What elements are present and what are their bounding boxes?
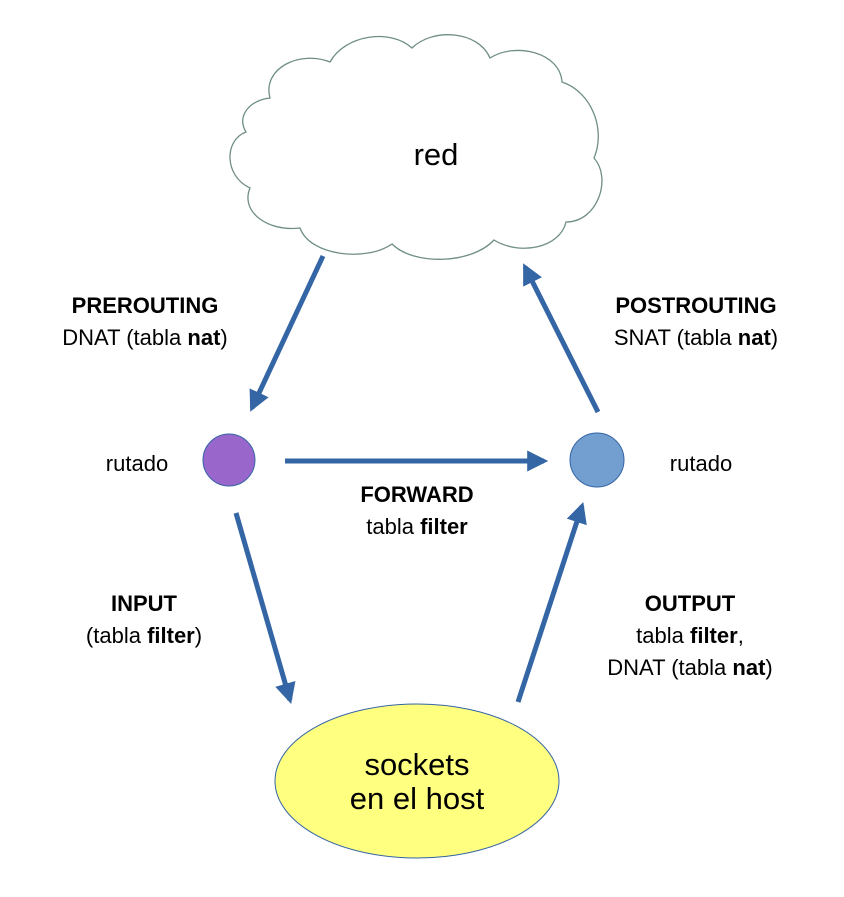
host-label-line-2: en el host	[349, 781, 485, 816]
input-name-text: INPUT	[111, 591, 177, 616]
forward-chain-name: FORWARD	[317, 479, 517, 511]
output-detail-separator: ,	[737, 623, 744, 648]
postrouting-label: POSTROUTING SNAT (tabla nat)	[576, 290, 816, 354]
prerouting-chain-detail: DNAT (tabla nat)	[20, 322, 270, 354]
prerouting-detail-close: )	[220, 325, 228, 350]
input-table-name: filter	[147, 623, 195, 648]
left-routing-label-text: rutado	[105, 451, 169, 476]
output-chain-name: OUTPUT	[570, 588, 810, 620]
input-label: INPUT (tabla filter)	[54, 588, 234, 652]
forward-name-text: FORWARD	[360, 482, 474, 507]
host-label: sockets en el host	[317, 748, 517, 816]
network-cloud-shape	[229, 34, 603, 260]
network-label: red	[376, 138, 496, 172]
forward-table-name: filter	[420, 514, 468, 539]
output-chain-detail: tabla filter,	[570, 620, 810, 652]
right-routing-node	[569, 432, 625, 488]
forward-chain-detail: tabla filter	[317, 511, 517, 543]
forward-label: FORWARD tabla filter	[317, 479, 517, 543]
postrouting-arrow	[522, 263, 601, 414]
input-detail-close: )	[194, 623, 203, 648]
output-detail-text-2: DNAT (tabla	[607, 655, 733, 680]
prerouting-arrow	[249, 254, 326, 412]
network-label-text: red	[413, 137, 459, 172]
host-label-line-1: sockets	[364, 747, 470, 782]
output-detail-text: tabla	[636, 623, 690, 648]
postrouting-chain-detail: SNAT (tabla nat)	[576, 322, 816, 354]
prerouting-chain-name: PREROUTING	[20, 290, 270, 322]
left-routing-label: rutado	[82, 448, 192, 480]
right-routing-label: rutado	[646, 448, 756, 480]
postrouting-detail-close: )	[770, 325, 779, 350]
input-chain-detail: (tabla filter)	[54, 620, 234, 652]
postrouting-table-name: nat	[737, 325, 771, 350]
input-arrow	[233, 512, 296, 705]
input-detail-text: (tabla	[85, 623, 148, 648]
output-label: OUTPUT tabla filter, DNAT (tabla nat)	[570, 588, 810, 684]
left-routing-node	[202, 433, 256, 487]
output-detail-close-2: )	[765, 655, 773, 680]
postrouting-chain-name: POSTROUTING	[576, 290, 816, 322]
postrouting-detail-text: SNAT (tabla	[613, 325, 738, 350]
host-sockets-ellipse	[274, 703, 560, 859]
output-name-text: OUTPUT	[644, 591, 736, 616]
prerouting-label: PREROUTING DNAT (tabla nat)	[20, 290, 270, 354]
output-table-name-2: nat	[732, 655, 766, 680]
output-table-name: filter	[690, 623, 738, 648]
input-chain-name: INPUT	[54, 588, 234, 620]
prerouting-name-text: PREROUTING	[71, 293, 219, 318]
output-chain-detail-2: DNAT (tabla nat)	[570, 652, 810, 684]
prerouting-table-name: nat	[187, 325, 221, 350]
postrouting-name-text: POSTROUTING	[615, 293, 777, 318]
forward-detail-text: tabla	[366, 514, 421, 539]
output-arrow	[515, 502, 587, 703]
right-routing-label-text: rutado	[669, 451, 733, 476]
prerouting-detail-text: DNAT (tabla	[62, 325, 188, 350]
